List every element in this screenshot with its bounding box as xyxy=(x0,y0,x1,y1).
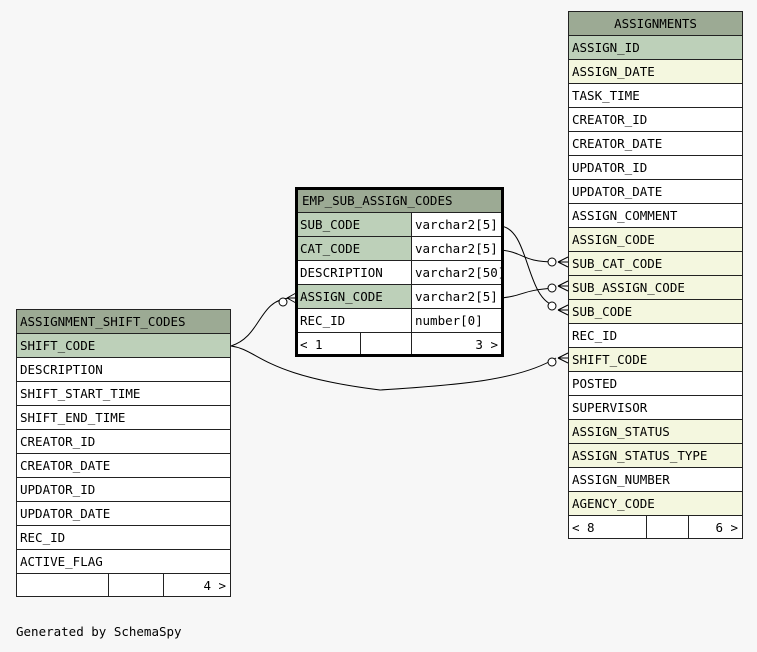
column-name[interactable]: UPDATOR_ID xyxy=(15,477,232,502)
table-row[interactable]: UPDATOR_DATE xyxy=(15,501,232,526)
table-row[interactable]: ASSIGN_DATE xyxy=(567,59,744,84)
relation-catcode xyxy=(499,249,557,263)
column-name[interactable]: REC_ID xyxy=(567,323,744,348)
table-row[interactable]: UPDATOR_DATE xyxy=(567,179,744,204)
table-row[interactable]: ASSIGN_CODE xyxy=(567,227,744,252)
column-name[interactable]: ASSIGN_DATE xyxy=(567,59,744,84)
column-name[interactable]: CREATOR_DATE xyxy=(567,131,744,156)
column-name[interactable]: ASSIGN_STATUS_TYPE xyxy=(567,443,744,468)
column-name[interactable]: ASSIGN_COMMENT xyxy=(567,203,744,228)
table-nav-row: < 1 3 > xyxy=(296,332,503,356)
column-name[interactable]: DESCRIPTION xyxy=(15,357,232,382)
nav-parents[interactable]: < 1 xyxy=(296,332,361,356)
table-row[interactable]: CREATOR_DATE xyxy=(15,453,232,478)
table-title[interactable]: ASSIGNMENTS xyxy=(567,11,744,36)
column-type: varchar2[5] xyxy=(411,212,503,237)
table-row[interactable]: SHIFT_CODE xyxy=(567,347,744,372)
column-name[interactable]: SHIFT_CODE xyxy=(15,333,232,358)
table-row[interactable]: SHIFT_START_TIME xyxy=(15,381,232,406)
nav-children[interactable]: 6 > xyxy=(687,515,744,539)
nav-children[interactable]: 3 > xyxy=(411,332,503,356)
column-type: number[0] xyxy=(411,308,503,333)
table-row[interactable]: CREATOR_DATE xyxy=(567,131,744,156)
table-row[interactable]: SHIFT_END_TIME xyxy=(15,405,232,430)
table-nav-row: < 8 6 > xyxy=(568,515,744,539)
column-type: varchar2[5] xyxy=(411,284,503,309)
table-row[interactable]: AGENCY_CODE xyxy=(567,491,744,516)
table-row[interactable]: TASK_TIME xyxy=(567,83,744,108)
column-name[interactable]: ASSIGN_STATUS xyxy=(567,419,744,444)
column-name[interactable]: DESCRIPTION xyxy=(296,260,412,285)
nav-parents[interactable] xyxy=(16,573,109,597)
table-row[interactable]: ASSIGN_ID xyxy=(567,35,744,60)
table-title[interactable]: ASSIGNMENT_SHIFT_CODES xyxy=(15,309,232,334)
table-row[interactable]: ASSIGN_STATUS_TYPE xyxy=(567,443,744,468)
column-name[interactable]: SUB_ASSIGN_CODE xyxy=(567,275,744,300)
relation-subcode xyxy=(499,225,557,307)
table-row[interactable]: SUPERVISOR xyxy=(567,395,744,420)
column-name[interactable]: ASSIGN_CODE xyxy=(296,284,412,309)
column-name[interactable]: UPDATOR_ID xyxy=(567,155,744,180)
relation-shift-to-assignments xyxy=(230,345,557,391)
nav-children[interactable]: 4 > xyxy=(162,573,232,597)
column-name[interactable]: SUB_CODE xyxy=(296,212,412,237)
column-name[interactable]: POSTED xyxy=(567,371,744,396)
column-name[interactable]: SHIFT_END_TIME xyxy=(15,405,232,430)
column-name[interactable]: CREATOR_ID xyxy=(15,429,232,454)
table-nav-row: 4 > xyxy=(16,573,232,597)
table-row[interactable]: ACTIVE_FLAG xyxy=(15,549,232,574)
nav-parents[interactable]: < 8 xyxy=(568,515,647,539)
column-name[interactable]: UPDATOR_DATE xyxy=(15,501,232,526)
column-name[interactable]: ASSIGN_ID xyxy=(567,35,744,60)
table-row[interactable]: ASSIGN_COMMENT xyxy=(567,203,744,228)
column-name[interactable]: UPDATOR_DATE xyxy=(567,179,744,204)
table-row[interactable]: CREATOR_ID xyxy=(567,107,744,132)
column-name[interactable]: SUB_CAT_CODE xyxy=(567,251,744,276)
nav-spacer xyxy=(646,515,689,539)
column-name[interactable]: TASK_TIME xyxy=(567,83,744,108)
column-name[interactable]: AGENCY_CODE xyxy=(567,491,744,516)
table-row[interactable]: SUB_CODE xyxy=(567,299,744,324)
table-title[interactable]: EMP_SUB_ASSIGN_CODES xyxy=(296,188,503,213)
relation-assigncode xyxy=(499,287,557,299)
column-name[interactable]: REC_ID xyxy=(15,525,232,550)
table-row[interactable]: DESCRIPTION xyxy=(15,357,232,382)
table-row[interactable]: POSTED xyxy=(567,371,744,396)
table-row[interactable]: REC_ID xyxy=(567,323,744,348)
column-name[interactable]: CREATOR_DATE xyxy=(15,453,232,478)
column-name[interactable]: ASSIGN_CODE xyxy=(567,227,744,252)
column-name[interactable]: SHIFT_START_TIME xyxy=(15,381,232,406)
table-row[interactable]: REC_ID xyxy=(15,525,232,550)
table-row[interactable]: CREATOR_ID xyxy=(15,429,232,454)
column-type: varchar2[5] xyxy=(411,236,503,261)
table-row[interactable]: SUB_ASSIGN_CODE xyxy=(567,275,744,300)
table-row[interactable]: ASSIGN_NUMBER xyxy=(567,467,744,492)
column-name[interactable]: CREATOR_ID xyxy=(567,107,744,132)
nav-spacer xyxy=(108,573,164,597)
column-name[interactable]: SUPERVISOR xyxy=(567,395,744,420)
table-row[interactable]: UPDATOR_ID xyxy=(567,155,744,180)
column-name[interactable]: SHIFT_CODE xyxy=(567,347,744,372)
table-row[interactable]: SUB_CAT_CODE xyxy=(567,251,744,276)
column-name[interactable]: REC_ID xyxy=(296,308,412,333)
column-name[interactable]: SUB_CODE xyxy=(567,299,744,324)
footer-text: Generated by SchemaSpy xyxy=(16,624,182,639)
column-name[interactable]: ASSIGN_NUMBER xyxy=(567,467,744,492)
nav-spacer xyxy=(360,332,412,356)
column-type: varchar2[50] xyxy=(411,260,503,285)
table-row[interactable]: SHIFT_CODE xyxy=(15,333,232,358)
table-row[interactable]: ASSIGN_STATUS xyxy=(567,419,744,444)
column-name[interactable]: ACTIVE_FLAG xyxy=(15,549,232,574)
column-name[interactable]: CAT_CODE xyxy=(296,236,412,261)
table-row[interactable]: UPDATOR_ID xyxy=(15,477,232,502)
